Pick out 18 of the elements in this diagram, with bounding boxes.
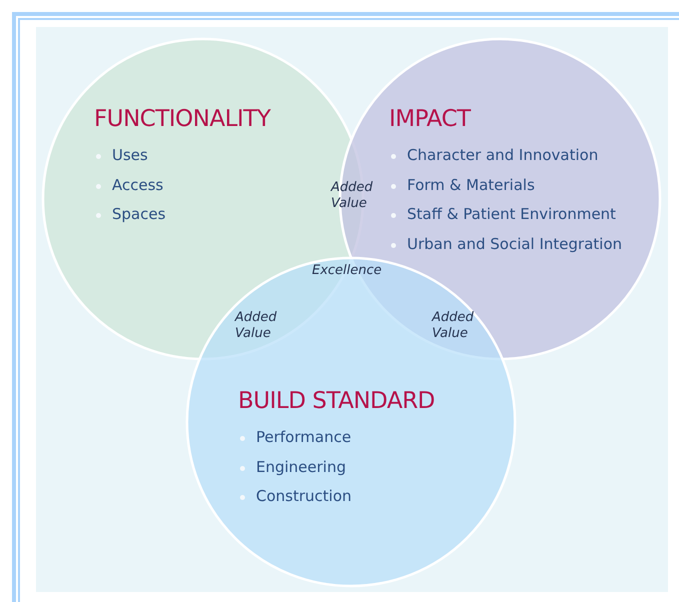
- region-label: Added Value: [235, 310, 277, 342]
- list-item: Engineering: [256, 458, 346, 476]
- region-label: Added Value: [331, 180, 373, 212]
- list-item: Staff & Patient Environment: [407, 205, 616, 223]
- list-item: Character and Innovation: [407, 146, 598, 164]
- list-item: Form & Materials: [407, 176, 535, 194]
- heading: IMPACT: [389, 106, 470, 132]
- list-item: Uses: [112, 146, 148, 164]
- list-item: Performance: [256, 428, 352, 446]
- heading: BUILD STANDARD: [238, 388, 435, 414]
- region-label: Added Value: [432, 310, 474, 342]
- heading: FUNCTIONALITY: [94, 106, 270, 132]
- list-item: Urban and Social Integration: [407, 234, 622, 252]
- region-label: Excellence: [312, 263, 383, 279]
- build-standard-circle: [186, 257, 516, 587]
- list-item: Construction: [256, 487, 352, 505]
- list-item: Spaces: [112, 205, 166, 223]
- list-item: Access: [112, 176, 164, 194]
